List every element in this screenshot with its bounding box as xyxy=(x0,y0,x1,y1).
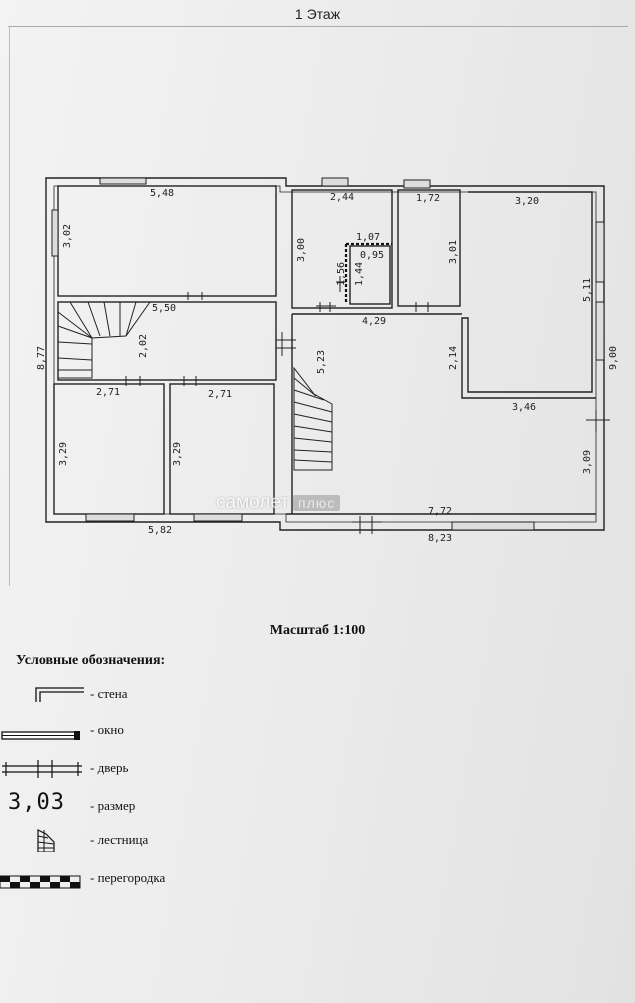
door-4 xyxy=(412,302,436,312)
dim-0-95: 0,95 xyxy=(360,250,384,261)
dim-5-11: 5,11 xyxy=(582,278,593,302)
door-3 xyxy=(316,302,336,312)
room-bottom-left-a xyxy=(53,383,165,515)
legend-label-door: - дверь xyxy=(90,760,129,775)
dim-2-02: 2,02 xyxy=(138,334,149,358)
legend-item-stair: - лестница xyxy=(0,828,300,852)
window-2 xyxy=(321,177,349,187)
dim-3-01: 3,01 xyxy=(448,240,459,264)
header-rule xyxy=(8,26,628,27)
dim-8-23: 8,23 xyxy=(428,533,452,544)
legend-label-stair: - лестница xyxy=(90,832,149,847)
dim-3-00: 3,00 xyxy=(296,238,307,262)
window-5 xyxy=(595,221,605,283)
watermark: самолет плюс xyxy=(216,490,341,516)
stair-center xyxy=(293,366,333,471)
sheet-title: 1 Этаж xyxy=(294,6,341,22)
dim-5-23: 5,23 xyxy=(316,350,327,374)
outer-wall xyxy=(45,177,605,531)
room-right xyxy=(461,191,596,399)
watermark-badge: плюс xyxy=(293,495,341,511)
watermark-brand: самолет xyxy=(216,492,290,513)
margin-rule xyxy=(9,26,10,586)
door-9 xyxy=(336,276,346,292)
door-symbol-icon xyxy=(2,760,82,778)
window-1 xyxy=(99,177,147,185)
window-6 xyxy=(595,301,605,361)
legend-item-window: - окно xyxy=(0,718,300,742)
legend-label-window: - окно xyxy=(90,722,124,737)
legend-item-partition: - перегородка xyxy=(0,866,300,890)
dim-9-00: 9,00 xyxy=(608,346,619,370)
door-6 xyxy=(172,376,212,386)
legend-item-wall: - стена xyxy=(0,682,300,706)
dim-1-56: 1,56 xyxy=(336,262,347,286)
dim-5-82: 5,82 xyxy=(148,525,172,536)
dim-2-71-b: 2,71 xyxy=(208,389,232,400)
dim-1-72: 1,72 xyxy=(416,193,440,204)
dim-5-48: 5,48 xyxy=(150,188,174,199)
door-2 xyxy=(276,332,296,356)
dim-2-44: 2,44 xyxy=(330,192,354,203)
room-top-left xyxy=(57,185,277,297)
room-upper-mid-a xyxy=(291,189,393,309)
size-symbol-sample: 3,03 xyxy=(8,790,65,815)
dim-4-29: 4,29 xyxy=(362,316,386,327)
partition-line xyxy=(344,242,392,304)
dim-8-77: 8,77 xyxy=(36,346,47,370)
dim-3-02: 3,02 xyxy=(62,224,73,248)
dim-2-14: 2,14 xyxy=(448,346,459,370)
scale-label: Масштаб 1:100 xyxy=(269,623,366,638)
dim-3-20: 3,20 xyxy=(515,196,539,207)
dim-1-07: 1,07 xyxy=(356,232,380,243)
dim-7-72: 7,72 xyxy=(428,506,452,517)
room-central-hall xyxy=(286,313,596,515)
dim-3-09: 3,09 xyxy=(582,450,593,474)
window-3 xyxy=(403,179,431,189)
dim-5-50: 5,50 xyxy=(152,303,176,314)
legend-label-partition: - перегородка xyxy=(90,870,166,885)
stair-symbol-icon xyxy=(37,829,55,852)
door-5 xyxy=(110,376,156,386)
door-7 xyxy=(586,410,610,432)
floor-plan-drawing: 5,48 2,44 1,72 3,20 1,07 0,95 3,02 3,00 … xyxy=(36,177,619,544)
legend-label-wall: - стена xyxy=(90,686,128,701)
legend-label-size: - размер xyxy=(90,798,136,813)
window-9 xyxy=(451,521,535,531)
door-1 xyxy=(186,292,216,300)
room-toilet xyxy=(349,245,391,305)
legend-item-size: 3,03 - размер xyxy=(0,790,300,818)
dim-3-46: 3,46 xyxy=(512,402,536,413)
dim-2-71-a: 2,71 xyxy=(96,387,120,398)
dim-1-44: 1,44 xyxy=(354,262,365,286)
door-8 xyxy=(352,516,382,534)
wall-symbol-icon xyxy=(35,687,84,702)
window-8 xyxy=(193,513,243,522)
window-7 xyxy=(85,513,135,522)
dim-3-29-a: 3,29 xyxy=(58,442,69,466)
stair-left xyxy=(57,301,151,379)
legend-title: Условные обозначения: xyxy=(16,653,166,668)
partition-symbol-icon xyxy=(0,875,81,889)
legend-item-door: - дверь xyxy=(0,756,300,780)
window-4 xyxy=(51,209,59,257)
dim-3-29-b: 3,29 xyxy=(172,442,183,466)
window-symbol-icon xyxy=(1,731,80,740)
